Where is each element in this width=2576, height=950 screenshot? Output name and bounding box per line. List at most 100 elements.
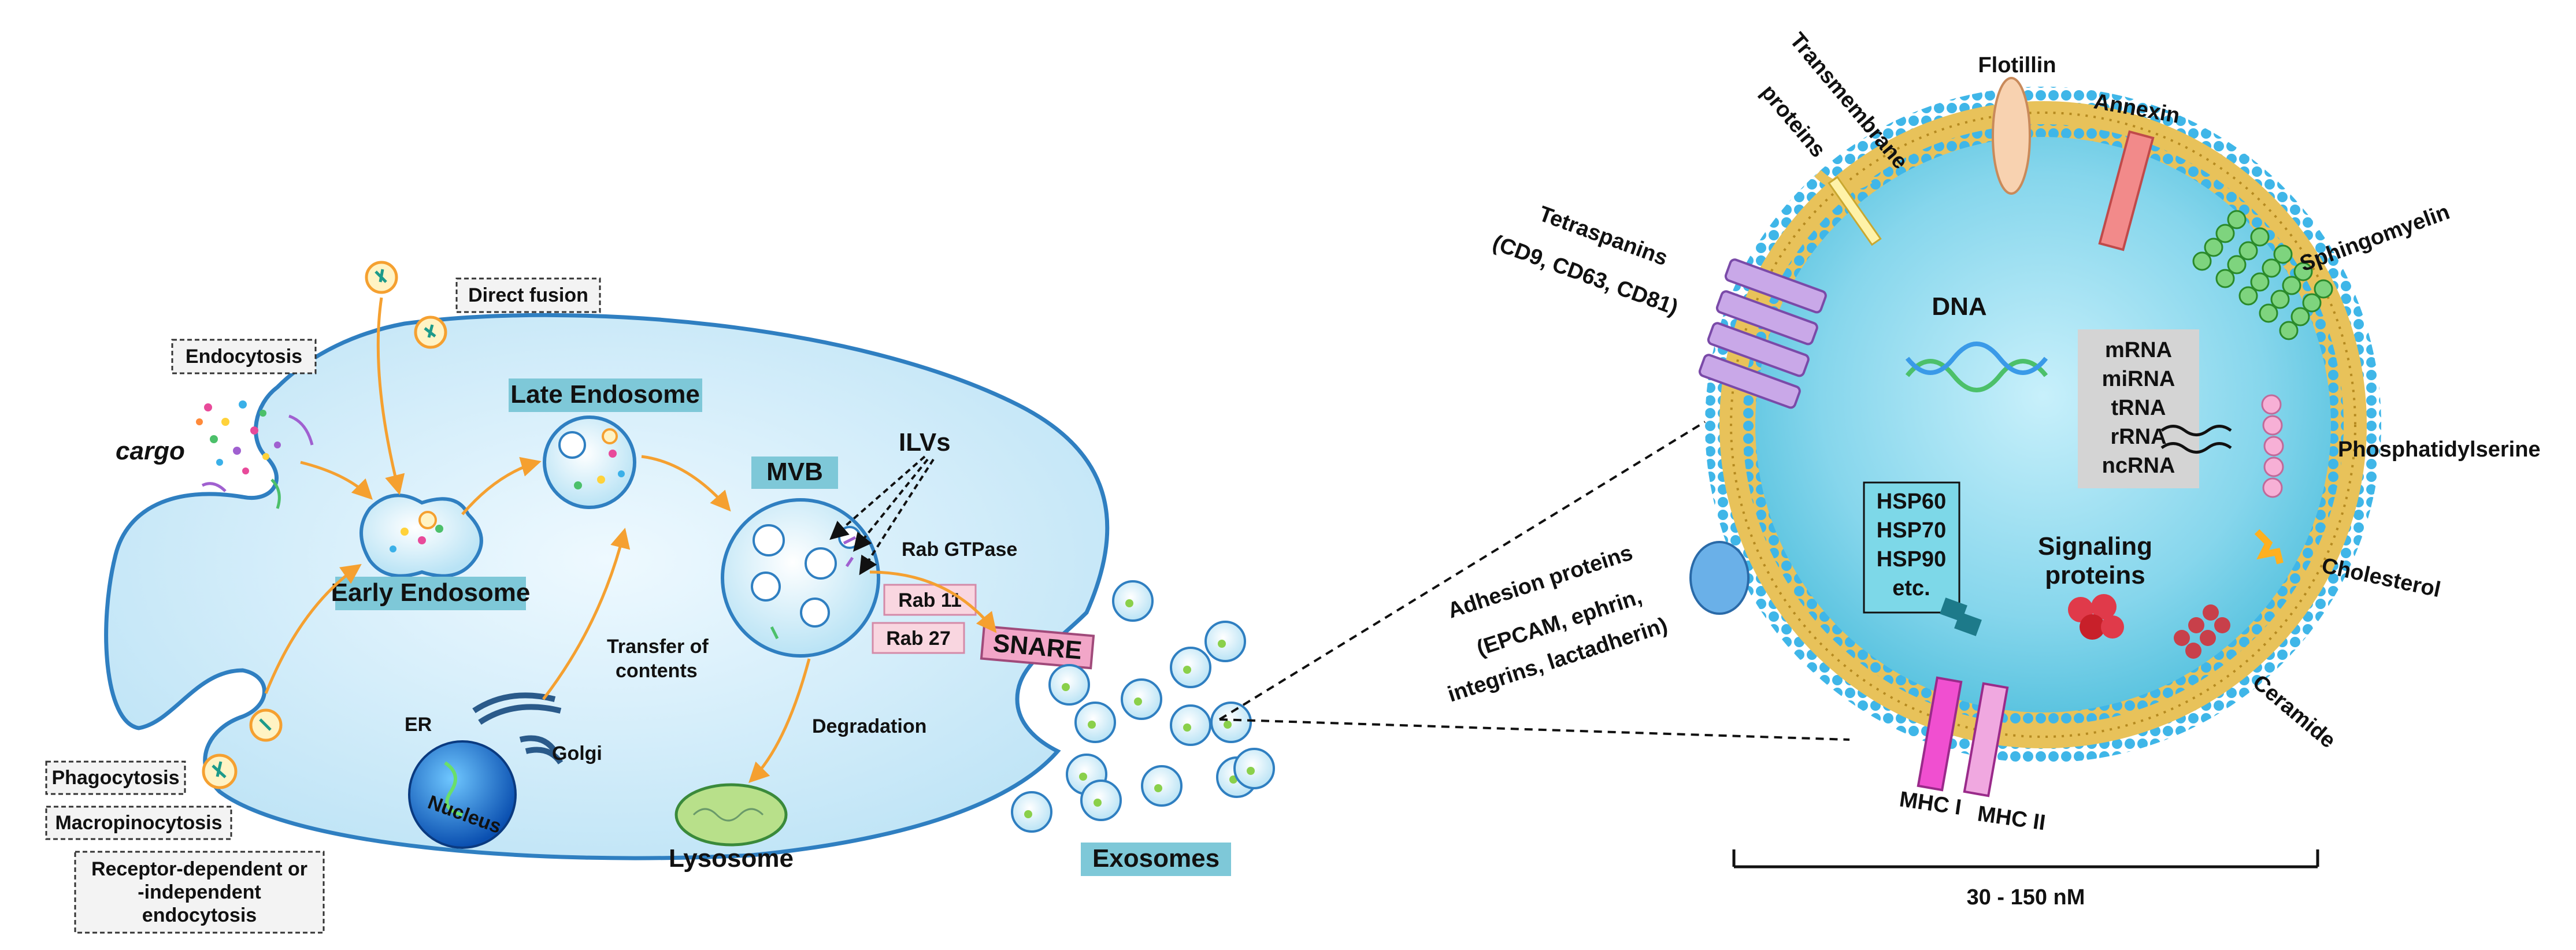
sphingomyelin-bead [2302,293,2322,313]
rna-item: ncRNA [2102,454,2175,478]
sphingomyelin-bead [2279,321,2299,340]
exosome-vesicle [1210,702,1252,743]
exosome-vesicle [1011,791,1052,833]
tetraspanin-protein [1698,258,1827,409]
mhc2-protein [1963,682,2009,797]
hsp-item: HSP70 [1877,518,1946,543]
released-exosomes [1011,580,1275,833]
sphingomyelin-bead [2204,238,2223,257]
endocytosis-label: Endocytosis [186,346,302,368]
sphingomyelin-bead [2270,290,2290,309]
sphingomyelin-bead [2238,241,2258,261]
lysosome [674,783,788,847]
zoom-line-bottom [1219,718,1850,741]
exosome-vesicle [1112,580,1154,622]
sphingomyelin-bead [2215,224,2235,243]
endocytosis-box [171,339,317,374]
exosome-cargo-dot [1062,683,1070,691]
nucleus [408,740,517,849]
rna-list: mRNA miRNA tRNA rRNA ncRNA [2102,338,2175,478]
sphingomyelin-bead [2215,269,2235,288]
mhc2-label: MHC II [1976,801,2047,835]
mvb-label: MVB [766,458,823,486]
sphingomyelin-bead [2227,210,2247,229]
golgi-label: Golgi [552,743,602,765]
zoom-line-top [1218,421,1706,721]
signaling-label-line2: proteins [2045,561,2145,589]
direct-fusion-label: Direct fusion [468,284,588,306]
exosome-cargo-dot [1134,697,1142,706]
exosome-cargo-dot [1229,775,1237,784]
receptor-label-line3: endocytosis [142,904,257,926]
exosome-vesicle [1121,678,1162,720]
ceramide-label: Ceramide [2248,670,2340,754]
ceramide-cluster [2174,604,2230,659]
adhesion-protein [1689,541,1750,615]
exosome-cargo-dot [1094,799,1102,807]
exosome-vesicle [1141,765,1183,807]
flotillin-label: Flotillin [1978,53,2056,77]
rna-item: miRNA [2102,367,2175,391]
rna-box [2078,329,2199,488]
exosomes-label: Exosomes [1092,844,1220,873]
transfer-label-line2: contents [616,660,698,682]
exosome-cargo-dot [1183,723,1191,732]
mvb [721,498,880,658]
flotillin-protein [1992,77,2031,195]
exosome-cargo-dot [1183,666,1191,674]
exosome-cargo-dot [1154,784,1162,792]
exosome-cargo-dot [1125,599,1133,607]
er-label: ER [405,714,432,736]
exosome-cargo-dot [1247,767,1255,775]
exosome-vesicle [1170,704,1211,746]
hsp-box [1863,481,1960,614]
exosome-vesicle [1204,621,1246,662]
direct-fusion-vesicle [365,261,447,349]
signaling-label-line1: Signaling [2038,532,2152,561]
rna-squiggle-2 [2160,442,2232,454]
dna-helix [1905,342,2048,392]
mvb-label-box [751,457,838,489]
macropinocytosis-box [45,806,232,840]
hsp-item: HSP60 [1877,489,1946,514]
exosome-vesicle [1233,748,1275,789]
receptor-label-line2: -independent [138,881,261,903]
rab27-label: Rab 27 [886,628,951,650]
exosome-cargo-dot [1079,773,1087,781]
phagocytosis-box [45,760,186,795]
annexin-protein [2098,130,2155,251]
exosome-vesicle [1170,647,1211,688]
sphingomyelin-bead [2290,307,2310,326]
hsp-protein-icon [1940,598,1982,636]
late-endosome [543,415,636,509]
rna-squiggle-1 [2160,425,2232,436]
receptor-label-line1: Receptor-dependent or [91,858,307,880]
late-endosome-label: Late Endosome [510,380,700,409]
rna-item: tRNA [2111,396,2166,420]
phagocytosis-label: Phagocytosis [51,767,179,789]
rna-item: mRNA [2105,338,2172,362]
sphingomyelin-bead [2250,272,2270,292]
exosome-cargo-dot [1088,721,1096,729]
sphingomyelin-bead [2282,276,2301,295]
exosome-vesicle [1080,780,1122,821]
transfer-label-line1: Transfer of [607,636,709,658]
sphingomyelin-bead [2262,258,2281,278]
phosphatidylserine-cluster [2261,394,2284,498]
cargo-particles [196,400,314,509]
rab-gtpase-label: Rab GTPase [902,539,1017,561]
lysosome-label: Lysosome [669,844,794,873]
rna-item: rRNA [2110,425,2166,449]
sphingomyelin-bead [2192,251,2212,271]
direct-fusion-box [455,277,601,313]
sphingomyelin-bead [2250,227,2270,247]
signaling-protein-icon [2068,594,2124,640]
exosome-cargo-dot [1218,640,1226,648]
phagocytosis-vesicle [202,708,283,789]
ilvs-pointers [829,455,935,576]
exosomes-label-box [1081,843,1231,876]
exosome-cargo-dot [1024,810,1032,818]
sphingomyelin-bead [2273,244,2293,264]
